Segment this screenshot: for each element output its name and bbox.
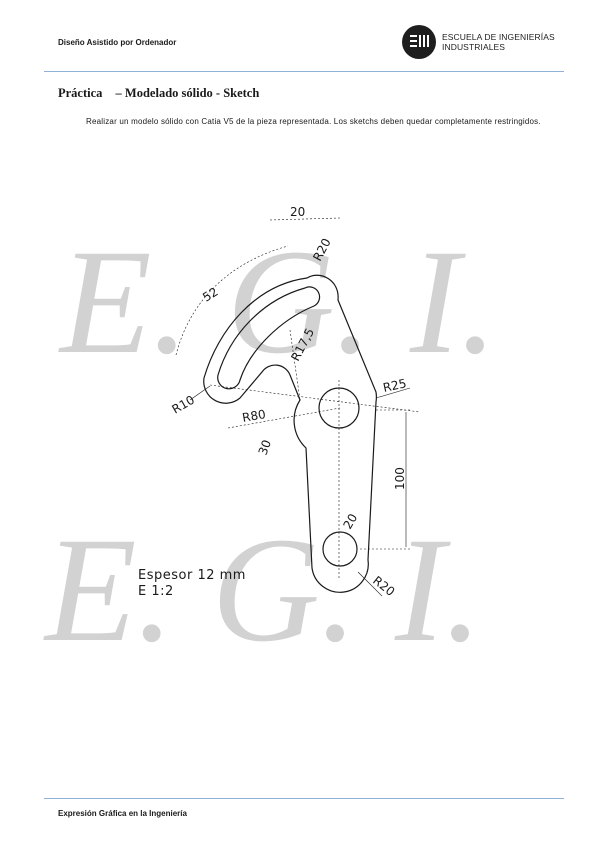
- dim-label-20-bottom: 20: [340, 511, 360, 531]
- dim-label-r25: R25: [382, 376, 408, 395]
- footer-text: Expresión Gráfica en la Ingeniería: [58, 809, 187, 818]
- dim-label-52: 52: [200, 285, 220, 305]
- logo-line-1: ESCUELA DE INGENIERÍAS: [442, 32, 555, 42]
- title-label: Práctica: [58, 86, 103, 100]
- dim-arc-52: [175, 245, 289, 356]
- watermark-row-2: E. G. I.: [43, 507, 482, 673]
- hole-lower: [322, 531, 358, 567]
- header-divider: [44, 71, 564, 72]
- course-name: Diseño Asistido por Ordenador: [58, 38, 177, 47]
- dim-label-r10: R10: [170, 393, 197, 417]
- dim-label-r80: R80: [241, 407, 267, 425]
- leader-r20-bottom: [357, 571, 383, 597]
- thickness-note: Espesor 12 mm: [138, 568, 246, 583]
- part-outline: [203, 274, 377, 593]
- title-subject: – Modelado sólido - Sketch: [115, 86, 260, 100]
- page-title: Práctica – Modelado sólido - Sketch: [58, 86, 259, 101]
- school-logo: ESCUELA DE INGENIERÍAS INDUSTRIALES: [402, 24, 572, 60]
- leader-r10: [189, 385, 211, 401]
- centerline-horizontal: [209, 384, 421, 413]
- instructions-paragraph: Realizar un modelo sólido con Catia V5 d…: [86, 117, 541, 126]
- dim-label-20-top: 20: [290, 205, 305, 219]
- school-logo-icon: [402, 25, 436, 59]
- curved-slot: [217, 286, 321, 390]
- leader-r80: [227, 407, 341, 429]
- dim-label-100: 100: [393, 467, 407, 490]
- scale-note: E 1:2: [138, 584, 174, 599]
- leader-r25: [375, 387, 411, 399]
- logo-line-2: INDUSTRIALES: [442, 42, 506, 52]
- footer-divider: [44, 798, 564, 799]
- watermark-row-1: E. G. I.: [58, 219, 497, 385]
- dim-label-30: 30: [256, 438, 274, 457]
